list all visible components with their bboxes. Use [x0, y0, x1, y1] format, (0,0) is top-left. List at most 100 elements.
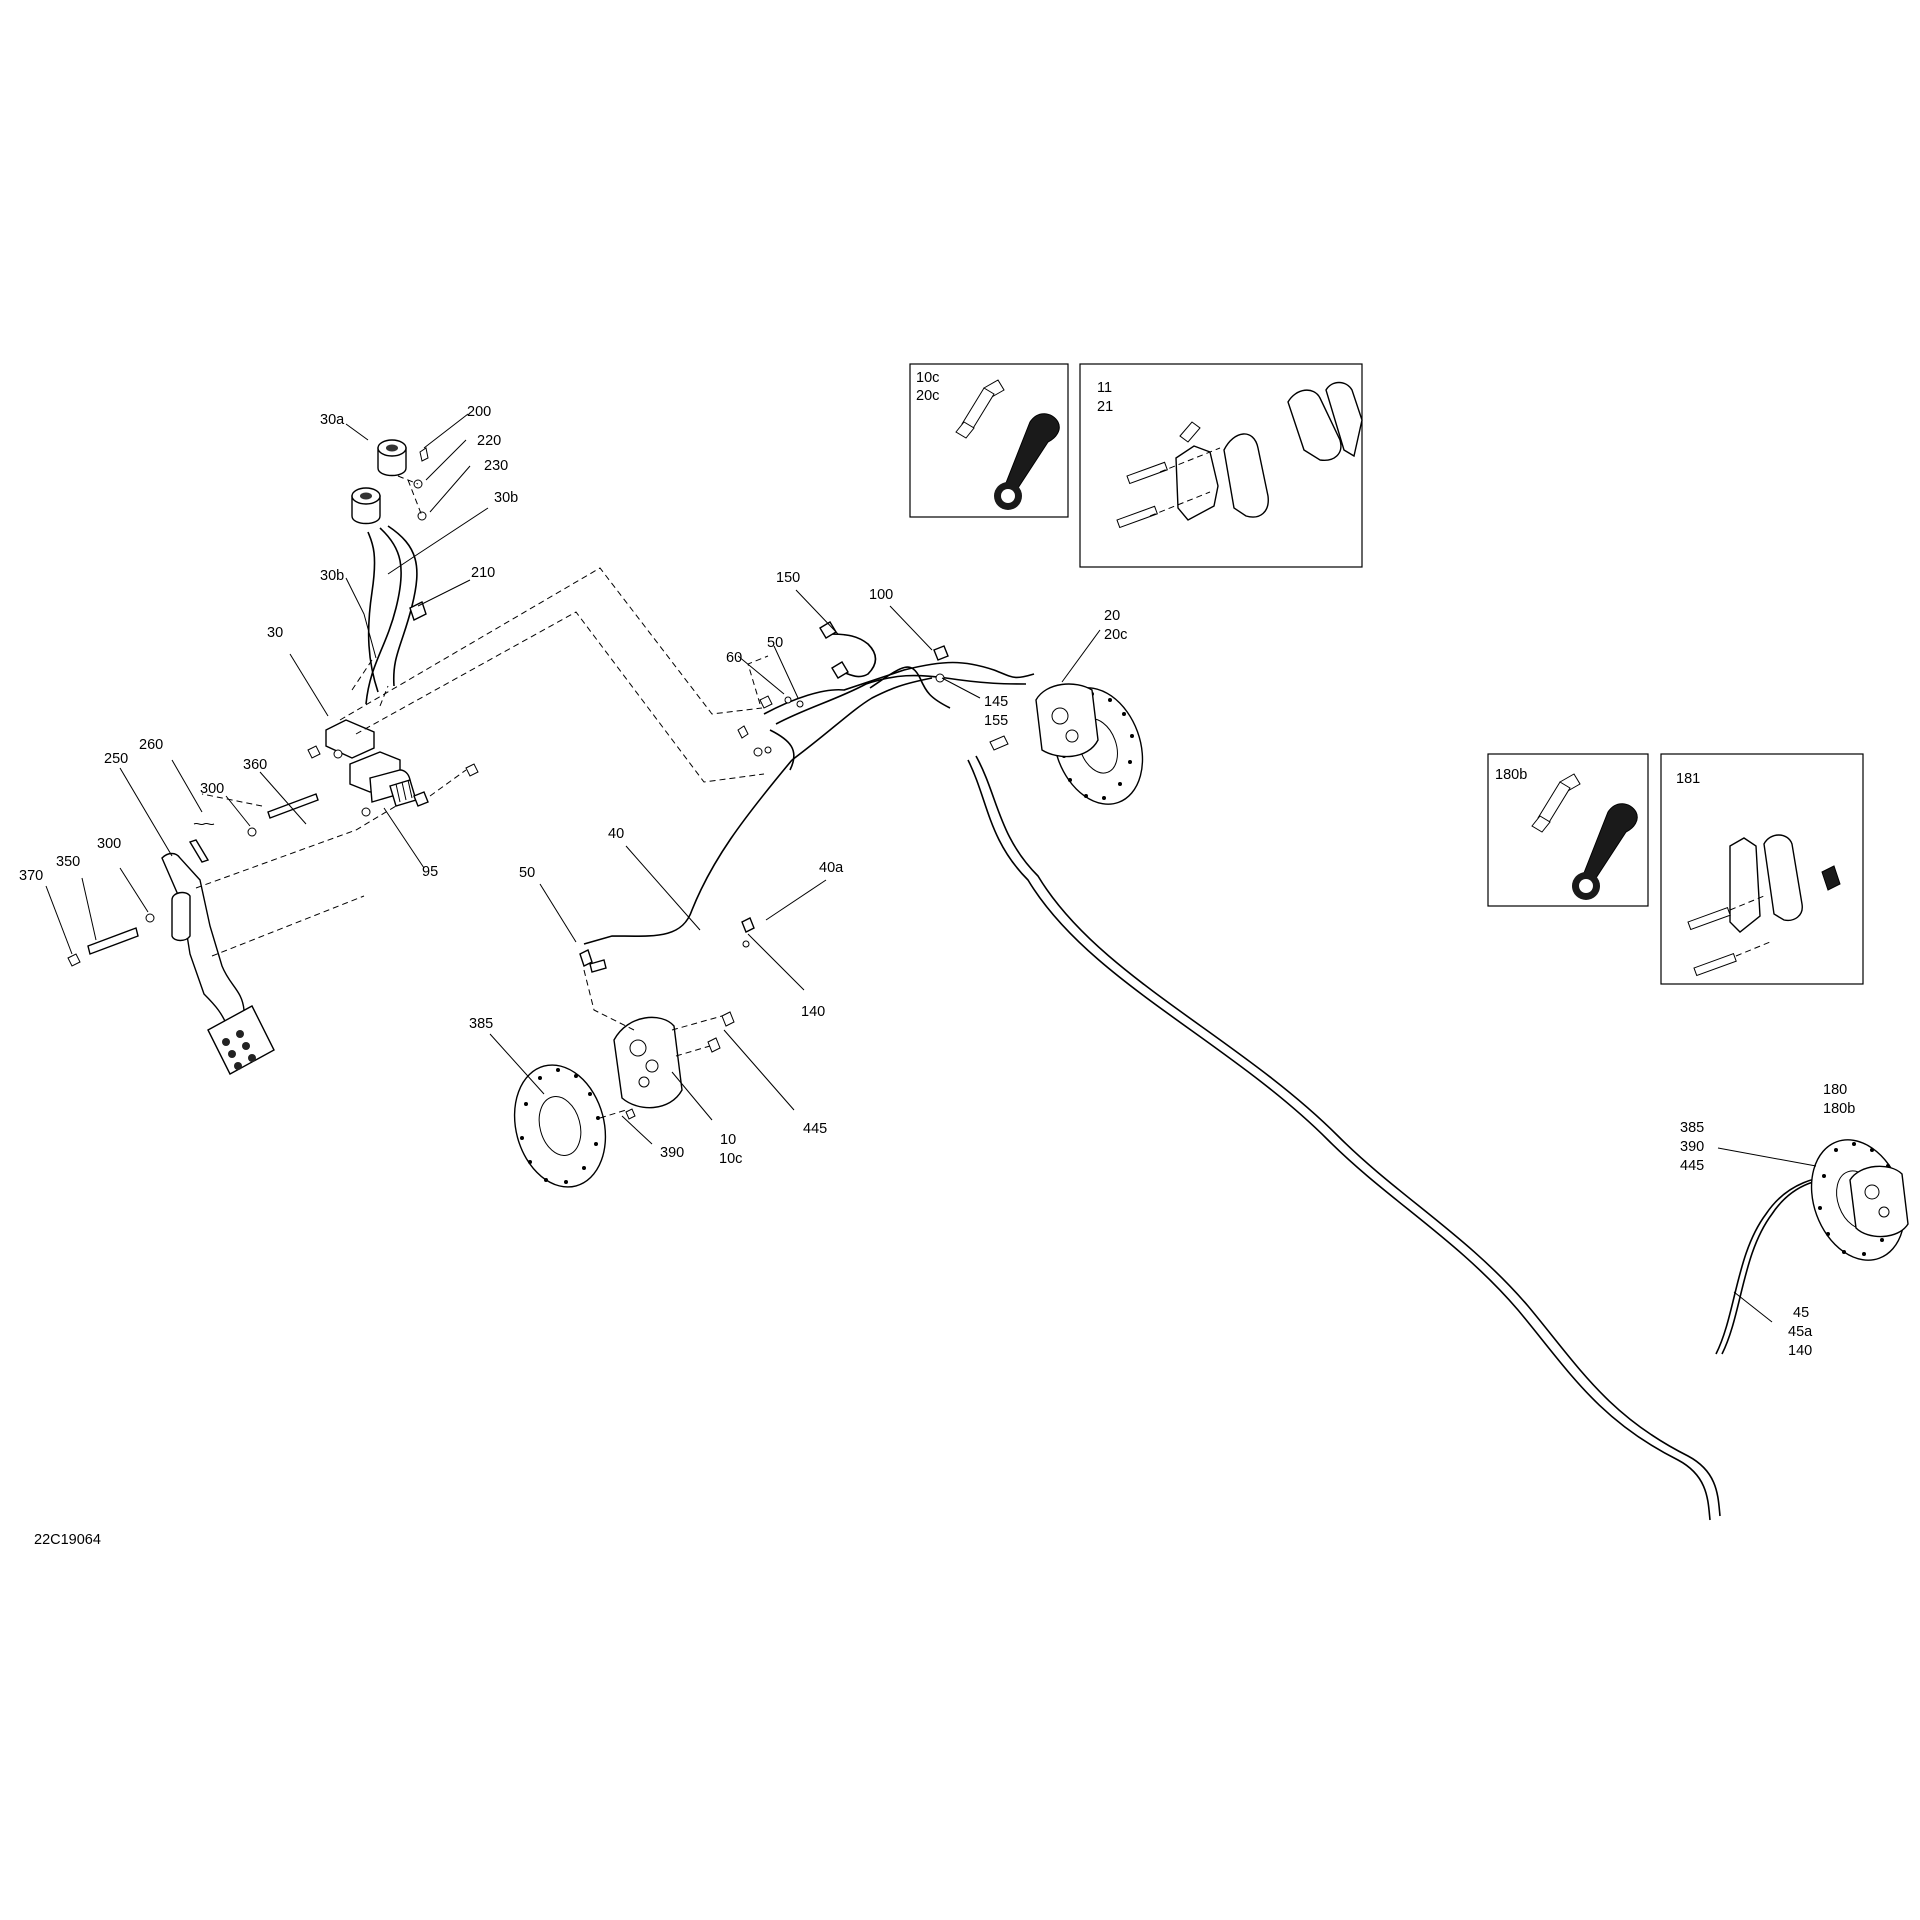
disc-screw [625, 1108, 636, 1120]
hose-clamp [409, 601, 427, 621]
inset-label-11: 11 [1097, 380, 1112, 396]
callout-230: 230 [484, 458, 508, 474]
banjo-bolt-front-left [579, 949, 593, 967]
callout-220: 220 [477, 433, 501, 449]
callout-180: 180 [1823, 1082, 1847, 1098]
inset-rear-bleeder: 180b [1487, 753, 1649, 907]
inset-front-bleeder: 10c 20c [909, 363, 1069, 518]
inset-rear-pads: 181 [1660, 753, 1864, 985]
callout-20: 20 [1104, 608, 1120, 624]
bleeder-screw-icon [955, 379, 1005, 439]
callout-40a: 40a [819, 860, 844, 876]
callout-180b: 180b [1823, 1101, 1855, 1117]
callout-60: 60 [726, 650, 742, 666]
callout-260: 260 [139, 737, 163, 753]
brake-hose-150 [819, 621, 877, 679]
rear-caliper [1849, 1165, 1909, 1238]
callout-10: 10 [720, 1132, 736, 1148]
switch-washer [935, 673, 945, 683]
line-fitting-front-left [589, 959, 607, 973]
callout-30b-left: 30b [320, 568, 344, 584]
brake-line-main [763, 661, 1035, 771]
brake-line-rear [967, 755, 1721, 1521]
callout-385-rear: 385 [1680, 1120, 1704, 1136]
brake-pad-set-icon [1687, 834, 1841, 977]
callout-390: 390 [660, 1145, 684, 1161]
callout-350: 350 [56, 854, 80, 870]
callout-140-rear: 140 [1788, 1343, 1812, 1359]
callout-360: 360 [243, 757, 267, 773]
callout-10c: 10c [719, 1151, 742, 1167]
pedal-bushing-left [145, 913, 155, 923]
callout-100: 100 [869, 587, 893, 603]
callout-20c: 20c [1104, 627, 1127, 643]
inset-label-181: 181 [1676, 771, 1700, 787]
callouts: 30a 200 220 230 30b 30b 210 30 260 250 3… [19, 404, 1855, 1548]
callout-200: 200 [467, 404, 491, 420]
leader-lines [45, 413, 1817, 1323]
callout-300-b: 300 [97, 836, 121, 852]
reservoir-screw [419, 447, 429, 462]
inset-label-180b: 180b [1495, 767, 1527, 783]
sealing-washer-2 [796, 700, 804, 708]
callout-300-a: 300 [200, 781, 224, 797]
reservoir-nut [417, 511, 427, 521]
sealing-washer-4 [764, 746, 772, 754]
callout-95: 95 [422, 864, 438, 880]
callout-140: 140 [801, 1004, 825, 1020]
callout-155: 155 [984, 713, 1008, 729]
mc-bolt-left [307, 745, 321, 759]
caliper-bolt-upper [721, 1011, 735, 1027]
callout-45: 45 [1793, 1305, 1809, 1321]
callout-390-rear: 390 [1680, 1139, 1704, 1155]
callout-30: 30 [267, 625, 283, 641]
inset-label-10c: 10c [916, 370, 939, 386]
brake-line-front-left [583, 759, 793, 945]
pedal-bushing [247, 827, 257, 837]
callout-370: 370 [19, 868, 43, 884]
callout-445-rear: 445 [1680, 1158, 1704, 1174]
pedal-shaft [87, 927, 139, 955]
callout-385: 385 [469, 1016, 493, 1032]
banjo-bolt [737, 725, 749, 739]
line-bracket [741, 917, 755, 933]
bleeder-cap-icon [994, 413, 1060, 510]
front-left-caliper [613, 1016, 683, 1109]
callout-50-mid: 50 [767, 635, 783, 651]
callout-30a: 30a [320, 412, 345, 428]
bleeder-screw-icon [1531, 773, 1581, 833]
spring-coil [193, 822, 215, 826]
inset-front-pads: 11 21 [1079, 363, 1363, 568]
mc-bolt [465, 763, 479, 777]
sealing-washer-3 [753, 747, 763, 757]
inset-label-20c: 20c [916, 388, 939, 404]
callout-150: 150 [776, 570, 800, 586]
callout-145: 145 [984, 694, 1008, 710]
front-left-brake-disc [513, 1064, 607, 1188]
pedal-pivot-pin [267, 793, 319, 819]
inset-label-21: 21 [1097, 399, 1113, 415]
callout-30b-top: 30b [494, 490, 518, 506]
callout-210: 210 [471, 565, 495, 581]
brake-pedal [161, 852, 275, 1075]
caliper-bolt-lower [707, 1037, 721, 1053]
drawing-number: 22C19064 [34, 1532, 101, 1548]
front-right-caliper [1035, 683, 1099, 758]
line-fitting [989, 735, 1009, 751]
callout-250: 250 [104, 751, 128, 767]
bleeder-cap-icon [1572, 803, 1638, 900]
brake-switch [933, 645, 949, 661]
brake-fluid-reservoir-upper [377, 439, 407, 477]
bracket-screw [742, 940, 750, 948]
brake-fluid-reservoir-lower [351, 487, 381, 525]
callout-40: 40 [608, 826, 624, 842]
banjo-bolt-2 [759, 695, 773, 709]
callout-50-left: 50 [519, 865, 535, 881]
pedal-nut [67, 953, 81, 967]
pedal-return-spring [188, 839, 210, 863]
brake-pad-set-icon [1116, 381, 1363, 529]
callout-45a: 45a [1788, 1324, 1813, 1340]
reservoir-hose [365, 525, 418, 705]
sealing-washer [784, 696, 792, 704]
